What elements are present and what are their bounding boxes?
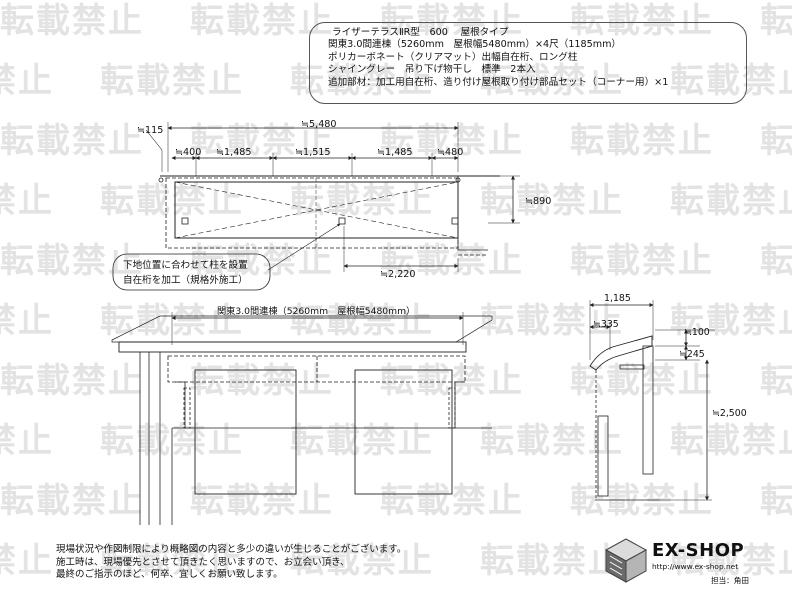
dim-total-width: ≒5,480: [301, 119, 337, 130]
dim-335: ≒335: [593, 319, 619, 330]
watermark-text: 転載禁止: [190, 1, 334, 41]
dim-1185: 1,185: [604, 293, 631, 304]
dim-115: ≒115: [137, 125, 163, 136]
watermark-text: 転載禁止: [0, 121, 144, 161]
dim-890: ≒890: [525, 196, 551, 207]
watermark-text: 転載禁止: [570, 241, 714, 281]
watermark-text: 転載禁止: [0, 361, 144, 401]
watermark-text: 転載禁止: [190, 481, 334, 521]
watermark-text: 転載禁止: [670, 421, 792, 461]
watermark-text: 転載禁止: [760, 121, 792, 161]
elevation-labels: 関東3.0間連棟（5260mm 屋根幅5480mm）: [217, 305, 415, 317]
watermark-text: 転載禁止: [480, 421, 624, 461]
watermark-text: 転載禁止: [190, 361, 334, 401]
watermark-text: 転載禁止: [290, 541, 434, 581]
watermark-text: 転載禁止: [380, 1, 524, 41]
exshop-logo-icon: [604, 538, 648, 583]
watermark-text: 転載禁止: [760, 1, 792, 41]
spec-box: ライザーテラスⅡR型 600 屋根タイプ 関東3.0間連棟（5260mm 屋根幅…: [309, 22, 747, 104]
dim-2220: ≒2,220: [380, 269, 416, 280]
watermark-text: 転載禁止: [670, 301, 792, 341]
callout-line-2: 自在桁を加工（規格外施工）: [123, 274, 248, 286]
elevation-title: 関東3.0間連棟（5260mm 屋根幅5480mm）: [217, 305, 415, 317]
staff-label: 担当：角田: [711, 576, 749, 585]
spec-line-5: 追加部材：加工用自在桁、造り付け屋根取り付け部品セット（コーナー用）×1: [328, 76, 669, 88]
spec-line-3: ポリカーボネート（クリアマット）出幅自在桁、ロング柱: [328, 51, 578, 63]
watermark-text: 転載禁止: [0, 1, 144, 41]
watermark-text: 転載禁止: [570, 481, 714, 521]
dim-1485-left: ≒1,485: [216, 147, 252, 158]
watermark-text: 転載禁止: [0, 61, 54, 101]
watermark-text: 転載禁止: [100, 541, 244, 581]
watermark-layer: 転載禁止転載禁止転載禁止転載禁止転載禁止転載禁止転載禁止転載禁止転載禁止転載禁止…: [0, 1, 792, 581]
spec-line-4: シャイングレー 吊り下げ物干し 標準 2本入: [328, 64, 536, 76]
watermark-text: 転載禁止: [570, 1, 714, 41]
watermark-text: 転載禁止: [480, 301, 624, 341]
watermark-text: 転載禁止: [480, 181, 624, 221]
watermark-text: 転載禁止: [480, 541, 624, 581]
section-labels: 1,185 ≒335 ≒100 ≒245 ≒2,500: [593, 293, 747, 419]
dim-100: ≒100: [684, 327, 710, 338]
watermark-text: 転載禁止: [0, 241, 144, 281]
watermark-text: 転載禁止: [0, 541, 54, 581]
dim-400: ≒400: [175, 147, 201, 158]
disclaimer-notes: 現場状況や作図制限により概略図の内容と多少の違いが生じることがございます。 施工…: [56, 544, 406, 582]
watermark-text: 転載禁止: [290, 181, 434, 221]
watermark-text: 転載禁止: [760, 241, 792, 281]
front-elevation: [111, 312, 493, 525]
watermark-text: 転載禁止: [0, 181, 54, 221]
watermark-text: 転載禁止: [0, 301, 54, 341]
note-line-3: 最終のご指示のほど、何卒、宜しくお願い致します。: [56, 569, 283, 581]
dim-1515: ≒1,515: [295, 147, 331, 158]
watermark-text: 転載禁止: [290, 421, 434, 461]
watermark-text: 転載禁止: [760, 361, 792, 401]
watermark-text: 転載禁止: [480, 61, 624, 101]
dim-1485-right: ≒1,485: [377, 147, 413, 158]
brand-name: EX-SHOP: [652, 540, 745, 561]
note-line-1: 現場状況や作図制限により概略図の内容と多少の違いが生じることがございます。: [56, 544, 407, 555]
spec-line-1: ライザーテラスⅡR型 600 屋根タイプ: [332, 27, 509, 38]
shop-url: http://www.ex-shop.net: [652, 562, 739, 571]
watermark-text: 転載禁止: [570, 361, 714, 401]
watermark-text: 転載禁止: [760, 481, 792, 521]
watermark-text: 転載禁止: [670, 181, 792, 221]
note-line-2: 施工時は、現場優先とさせて頂きたく思いますので、お立会い頂き、: [56, 556, 350, 568]
watermark-text: 転載禁止: [0, 481, 144, 521]
side-section: [589, 300, 715, 501]
watermark-text: 転載禁止: [100, 61, 244, 101]
plan-view: [112, 122, 520, 291]
watermark-text: 転載禁止: [290, 301, 434, 341]
watermark-text: 転載禁止: [380, 481, 524, 521]
callout-line-1: 下地位置に合わせて柱を設置: [123, 259, 248, 271]
watermark-text: 転載禁止: [0, 421, 54, 461]
spec-line-2: 関東3.0間連棟（5260mm 屋根幅5480mm）×4尺（1185mm）: [328, 39, 622, 51]
watermark-text: 転載禁止: [380, 361, 524, 401]
dim-2500: ≒2,500: [712, 408, 747, 419]
watermark-text: 転載禁止: [670, 541, 792, 581]
dim-245: ≒245: [679, 349, 705, 360]
watermark-text: 転載禁止: [570, 121, 714, 161]
dim-480: ≒480: [437, 147, 463, 158]
watermark-text: 転載禁止: [100, 181, 244, 221]
plan-dim-labels: ≒115 ≒5,480 ≒400 ≒1,485 ≒1,515 ≒1,485 ≒4…: [123, 119, 551, 286]
